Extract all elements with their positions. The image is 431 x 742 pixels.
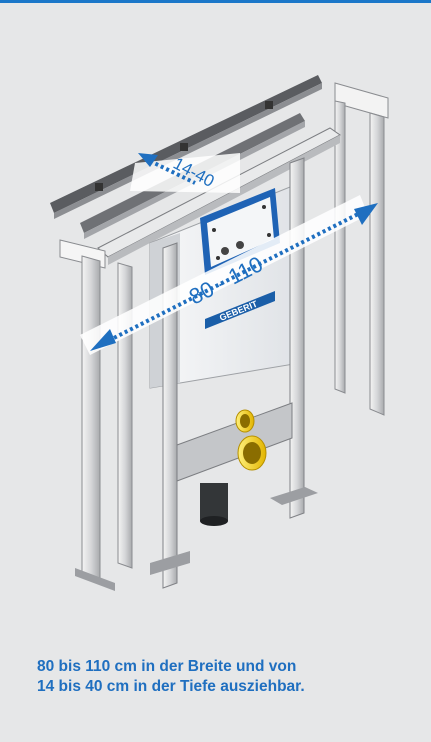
depth-dimension-arrow bbox=[130, 153, 240, 193]
caption: 80 bis 110 cm in der Breite und von 14 b… bbox=[37, 657, 407, 697]
caption-line-2: 14 bis 40 cm in der Tiefe ausziehbar. bbox=[37, 678, 305, 695]
lower-crossbar bbox=[176, 402, 293, 482]
frame-feet bbox=[75, 487, 318, 591]
caption-line-1: 80 bis 110 cm in der Breite und von bbox=[37, 658, 297, 675]
right-extension-frame bbox=[334, 82, 389, 416]
frame-top-bar-side bbox=[108, 135, 340, 265]
actuator-plate bbox=[200, 188, 280, 275]
drain-assembly bbox=[200, 409, 267, 526]
left-extension-frame bbox=[59, 239, 133, 584]
installation-frame-illustration: GEBERIT 80 bbox=[50, 75, 389, 591]
rear-rail bbox=[50, 75, 322, 219]
width-dimension-arrow bbox=[80, 195, 378, 355]
